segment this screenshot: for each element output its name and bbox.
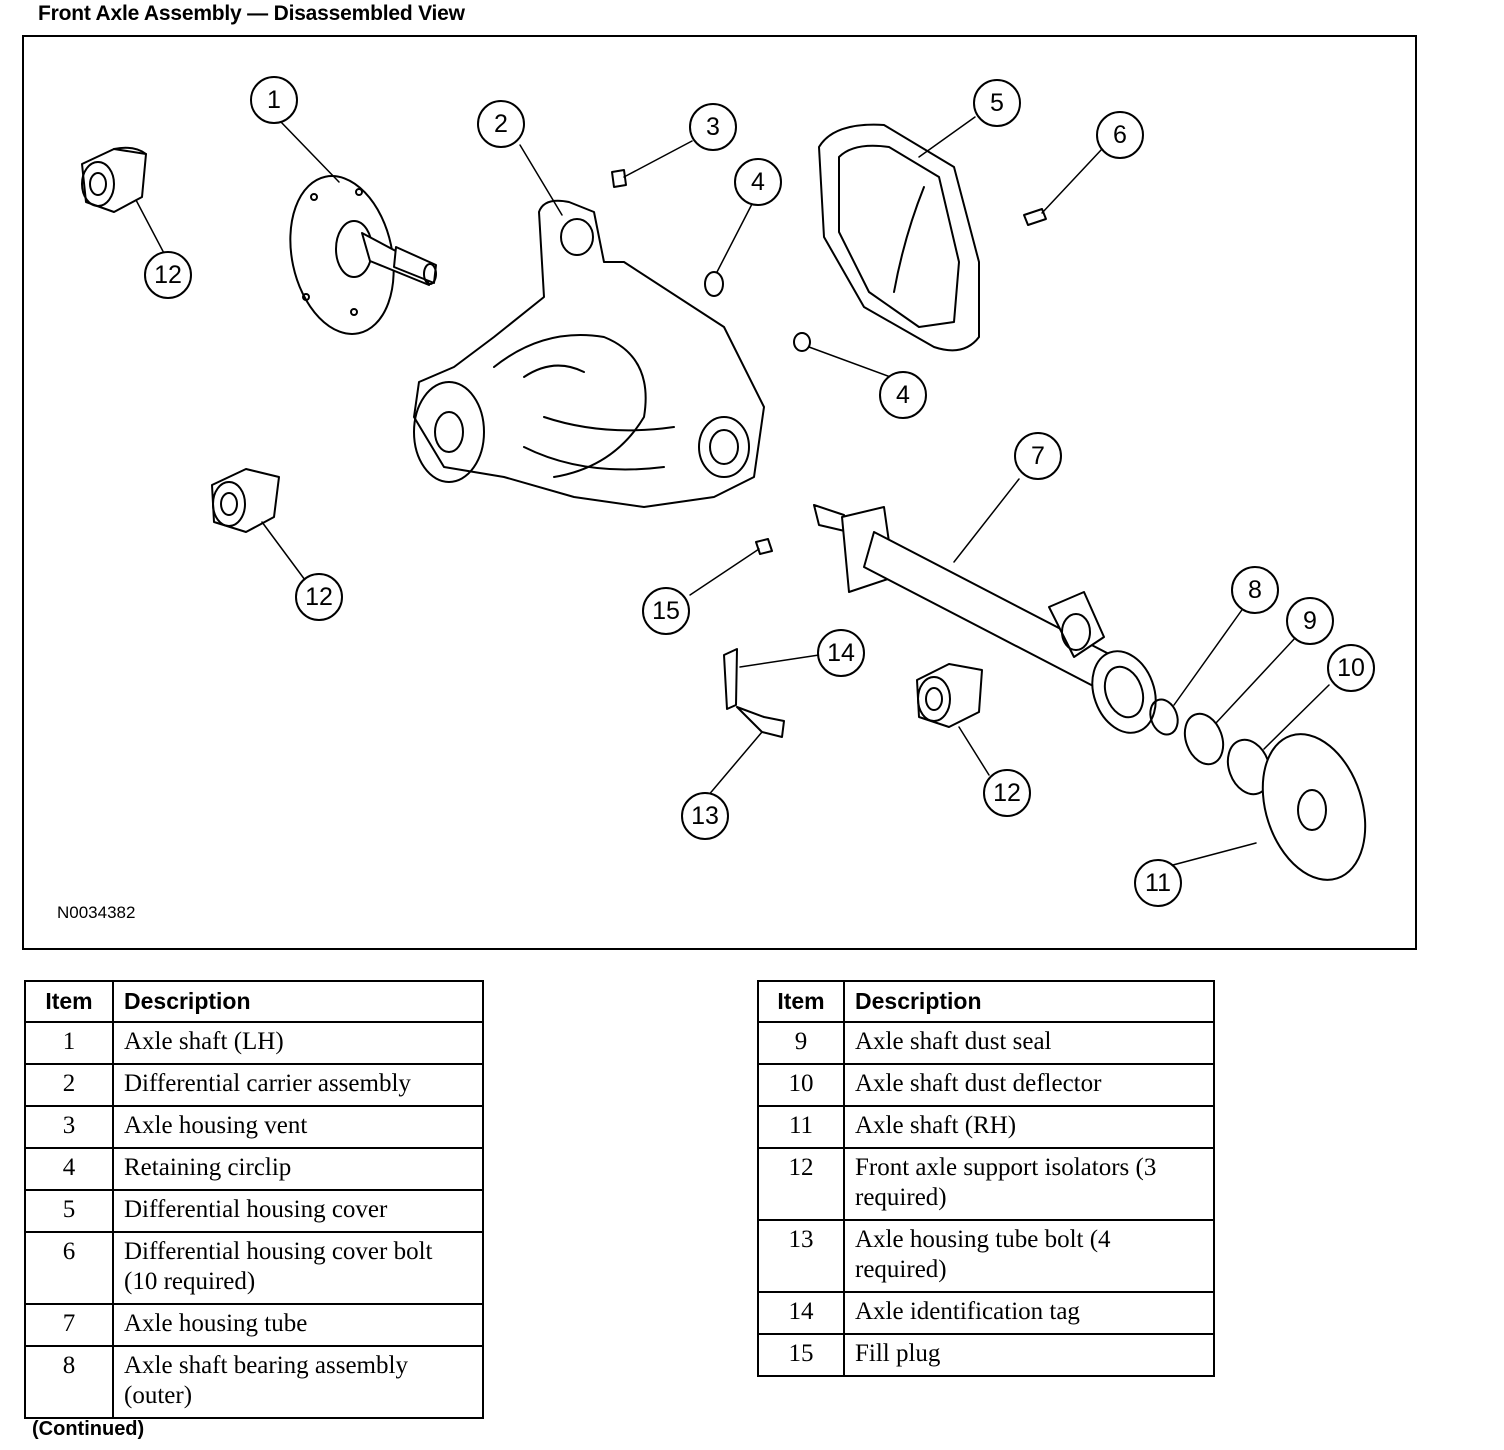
item-number: 1: [24, 1021, 114, 1065]
callout-1: 1: [267, 86, 281, 114]
item-number: 4: [24, 1147, 114, 1191]
callout-13: 13: [691, 802, 719, 830]
dust-seal-part: [1183, 712, 1225, 766]
item-number: 10: [757, 1063, 845, 1107]
page-title: Front Axle Assembly — Disassembled View: [38, 2, 465, 25]
parts-table-right: Item Description 9 Axle shaft dust seal …: [757, 980, 1215, 1377]
table-row: 11 Axle shaft (RH): [757, 1105, 1215, 1149]
item-description: Front axle support isolators (3 required…: [843, 1147, 1215, 1221]
item-description: Differential housing cover bolt (10 requ…: [112, 1231, 484, 1305]
item-number: 12: [757, 1147, 845, 1221]
item-description: Axle identification tag: [843, 1291, 1215, 1335]
item-description: Fill plug: [843, 1333, 1215, 1377]
item-description: Differential housing cover: [112, 1189, 484, 1233]
callout-7: 7: [1031, 442, 1045, 470]
table-row: 3 Axle housing vent: [24, 1105, 484, 1149]
item-number: 13: [757, 1219, 845, 1293]
item-number: 6: [24, 1231, 114, 1305]
callout-5: 5: [990, 89, 1004, 117]
table-row: 4 Retaining circlip: [24, 1147, 484, 1191]
circlip-part-lower: [793, 332, 811, 352]
item-number: 15: [757, 1333, 845, 1377]
item-description: Differential carrier assembly: [112, 1063, 484, 1107]
fill-plug-part: [755, 538, 773, 555]
item-description: Axle housing vent: [112, 1105, 484, 1149]
axle-shaft-lh-part: [289, 175, 437, 335]
axle-vent-part: [611, 169, 627, 188]
callout-bubbles: [144, 76, 1375, 907]
table-row: 14 Axle identification tag: [757, 1291, 1215, 1335]
isolator-part-mid-left: [211, 468, 280, 533]
table-row: 9 Axle shaft dust seal: [757, 1021, 1215, 1065]
callout-3: 3: [706, 113, 720, 141]
table-row: 13 Axle housing tube bolt (4 required): [757, 1219, 1215, 1293]
housing-cover-part: [818, 123, 980, 352]
item-number: 9: [757, 1021, 845, 1065]
item-number: 2: [24, 1063, 114, 1107]
tube-bolt-part: [736, 706, 785, 738]
table-row: 15 Fill plug: [757, 1333, 1215, 1377]
parts-table-left: Item Description 1 Axle shaft (LH) 2 Dif…: [24, 980, 484, 1419]
id-tag-part: [723, 648, 738, 710]
differential-carrier-part: [413, 199, 765, 508]
table-row: 6 Differential housing cover bolt (10 re…: [24, 1231, 484, 1305]
column-header-item: Item: [757, 980, 845, 1023]
isolator-part-top-left: [81, 146, 147, 213]
exploded-view-drawing: 1 2 3 4 5 6 12 12 4 7 8 9 10 11 12 15 14…: [81, 76, 1375, 907]
item-number: 3: [24, 1105, 114, 1149]
item-number: 5: [24, 1189, 114, 1233]
table-header-row: Item Description: [24, 980, 484, 1023]
callout-14: 14: [827, 639, 855, 667]
item-description: Axle housing tube: [112, 1303, 484, 1347]
callout-12-mid: 12: [305, 583, 333, 611]
item-description: Retaining circlip: [112, 1147, 484, 1191]
item-number: 11: [757, 1105, 845, 1149]
axle-housing-tube-part: [813, 504, 1157, 734]
table-row: 10 Axle shaft dust deflector: [757, 1063, 1215, 1107]
table-row: 1 Axle shaft (LH): [24, 1021, 484, 1065]
item-description: Axle shaft dust deflector: [843, 1063, 1215, 1107]
callout-4-lower: 4: [896, 381, 910, 409]
item-number: 8: [24, 1345, 114, 1419]
callout-11: 11: [1145, 869, 1171, 897]
callout-6: 6: [1113, 121, 1127, 149]
exploded-view-figure: 1 2 3 4 5 6 12 12 4 7 8 9 10 11 12 15 14…: [22, 35, 1417, 950]
cover-bolt-part: [1023, 208, 1047, 226]
axle-shaft-rh-part: [1261, 733, 1367, 881]
table-row: 8 Axle shaft bearing assembly (outer): [24, 1345, 484, 1419]
continued-note: (Continued): [32, 1418, 145, 1440]
callout-4-upper: 4: [751, 168, 765, 196]
circlip-part-upper: [704, 271, 724, 297]
column-header-description: Description: [112, 980, 484, 1023]
callout-15: 15: [652, 597, 680, 625]
item-description: Axle shaft (RH): [843, 1105, 1215, 1149]
callout-2: 2: [494, 110, 508, 138]
callout-8: 8: [1248, 576, 1262, 604]
bearing-part: [1149, 698, 1179, 736]
column-header-item: Item: [24, 980, 114, 1023]
callout-9: 9: [1303, 607, 1317, 635]
item-description: Axle housing tube bolt (4 required): [843, 1219, 1215, 1293]
table-row: 7 Axle housing tube: [24, 1303, 484, 1347]
callout-12-top: 12: [154, 261, 182, 289]
item-description: Axle shaft dust seal: [843, 1021, 1215, 1065]
leader-lines: [135, 116, 1330, 875]
table-header-row: Item Description: [757, 980, 1215, 1023]
item-description: Axle shaft bearing assembly (outer): [112, 1345, 484, 1419]
callout-10: 10: [1337, 654, 1365, 682]
column-header-description: Description: [843, 980, 1215, 1023]
isolator-part-lower: [916, 663, 983, 728]
figure-id: N0034382: [57, 903, 136, 922]
table-row: 2 Differential carrier assembly: [24, 1063, 484, 1107]
table-row: 12 Front axle support isolators (3 requi…: [757, 1147, 1215, 1221]
item-number: 14: [757, 1291, 845, 1335]
table-row: 5 Differential housing cover: [24, 1189, 484, 1233]
item-description: Axle shaft (LH): [112, 1021, 484, 1065]
item-number: 7: [24, 1303, 114, 1347]
callout-12-lower: 12: [993, 779, 1021, 807]
